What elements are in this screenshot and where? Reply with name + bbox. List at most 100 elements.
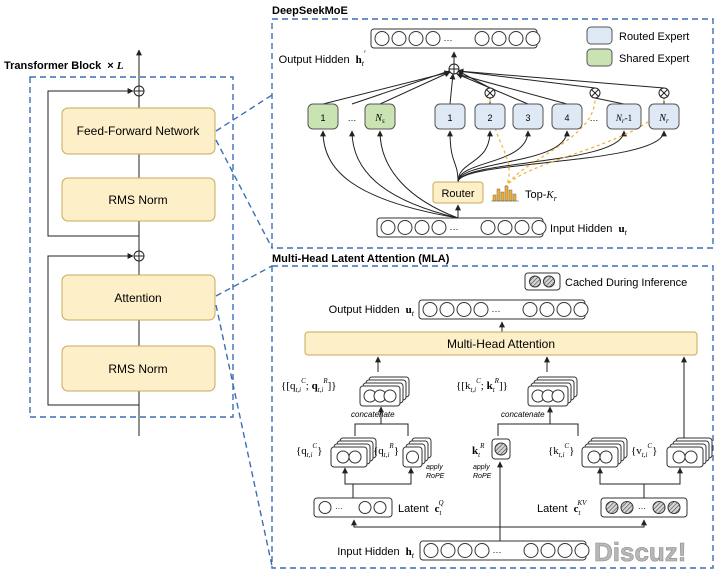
vector-element xyxy=(508,31,524,46)
vector-element xyxy=(383,389,397,403)
mla-dashed-frame xyxy=(271,265,714,569)
vector-element xyxy=(497,220,513,235)
svg-text:Nr-1: Nr-1 xyxy=(615,113,632,125)
vector-element xyxy=(457,543,473,558)
transformer-block: Transformer Block × L Feed-Forward Netwo… xyxy=(4,49,273,567)
q-r-stack xyxy=(402,437,432,468)
router-box[interactable] xyxy=(432,181,484,204)
shared-expert-legend-label: Shared Expert xyxy=(619,53,689,65)
routed-expert-2[interactable] xyxy=(474,103,506,130)
q-concat-label: {[qt,iC; qt,iR]} xyxy=(281,377,337,394)
svg-text:2: 2 xyxy=(487,113,492,123)
svg-text:···: ··· xyxy=(444,35,453,45)
cached-legend-label: Cached During Inference xyxy=(565,277,687,289)
k-c-stack xyxy=(581,437,628,468)
latent-q-vector: ··· xyxy=(313,497,393,518)
vector-element xyxy=(473,302,489,317)
routed-expert-4[interactable] xyxy=(551,103,583,130)
vector-element xyxy=(380,220,396,235)
vector-element xyxy=(574,543,590,558)
svg-text:···: ··· xyxy=(492,306,501,316)
mla-input-hidden-vector: ··· xyxy=(419,540,590,561)
vector-element xyxy=(408,31,424,46)
vector-element xyxy=(531,220,547,235)
routed-expert-nr-minus-1[interactable] xyxy=(606,103,642,130)
mla-output-hidden-label: Output Hidden ut xyxy=(329,304,415,318)
multi-head-attention-label: Multi-Head Attention xyxy=(447,337,555,351)
topk-label: Top-Kr xyxy=(525,189,558,203)
mla-output-hidden-vector: ··· xyxy=(418,299,589,320)
routed-expert-nr[interactable] xyxy=(648,103,680,130)
moe-dashed-frame xyxy=(271,18,714,249)
attention-box[interactable] xyxy=(61,274,216,321)
latent-q-label: Latent ctQ xyxy=(398,499,444,517)
svg-text:1: 1 xyxy=(447,113,452,123)
q-concat-stack xyxy=(359,376,410,407)
vector-element xyxy=(422,302,438,317)
rms-norm-bottom-box[interactable] xyxy=(61,345,216,392)
q-r-label: {qt,iR} xyxy=(373,442,399,459)
ffn-label: Feed-Forward Network xyxy=(77,124,201,138)
vector-element xyxy=(336,450,350,464)
vector-element xyxy=(539,302,555,317)
mla-panel: Multi-Head Latent Attention (MLA) Cached… xyxy=(271,253,714,569)
vector-element xyxy=(551,389,565,403)
k-r-label: ktR xyxy=(472,442,485,459)
rms-norm-top-box[interactable] xyxy=(61,177,216,222)
transformer-dashed-frame xyxy=(29,76,234,418)
vector-element xyxy=(397,220,413,235)
k-concatenate-label: concatenate xyxy=(501,410,545,419)
vector-element xyxy=(391,31,407,46)
routed-expert-1[interactable] xyxy=(434,103,466,130)
svg-text:···: ··· xyxy=(638,504,646,513)
vector-element xyxy=(431,220,447,235)
cached-legend-swatch xyxy=(524,272,561,291)
vector-element xyxy=(525,31,541,46)
vector-element xyxy=(423,543,439,558)
vector-element xyxy=(348,450,362,464)
k-c-label: {kt,iC} xyxy=(548,442,574,459)
multi-head-attention-box[interactable] xyxy=(304,331,698,356)
vector-element xyxy=(374,31,390,46)
latent-kv-label: Latent ctKV xyxy=(537,499,587,517)
vector-element xyxy=(439,302,455,317)
vector-element xyxy=(474,31,490,46)
svg-text:···: ··· xyxy=(493,547,502,557)
svg-text:1: 1 xyxy=(320,113,325,123)
vector-element xyxy=(599,450,613,464)
ffn-box[interactable] xyxy=(61,107,216,155)
shared-expert-ns[interactable] xyxy=(364,103,396,130)
vector-element xyxy=(456,302,472,317)
moe-input-hidden-label: Input Hidden ut xyxy=(550,223,628,237)
svg-text:Ns: Ns xyxy=(374,113,385,125)
v-c-label: {vt,iC} xyxy=(631,442,657,459)
vector-element xyxy=(406,450,419,464)
k-r-cached-vector xyxy=(491,438,511,460)
routed-expert-3[interactable] xyxy=(512,103,544,130)
deepseekmoe-panel: DeepSeekMoE ··· Output Hidden ht′ Routed… xyxy=(271,5,714,249)
rms-norm-top-label: RMS Norm xyxy=(108,193,167,207)
vector-element xyxy=(540,543,556,558)
bar-chart-icon xyxy=(491,185,519,202)
vector-element xyxy=(557,543,573,558)
q-c-label: {qt,iC} xyxy=(296,442,322,459)
q-concatenate-label: concatenate xyxy=(351,410,395,419)
shared-expert-1[interactable] xyxy=(307,103,339,130)
vector-element xyxy=(556,302,572,317)
vector-element xyxy=(684,450,698,464)
routed-expert-legend-label: Routed Expert xyxy=(619,31,689,43)
v-c-stack xyxy=(666,437,713,468)
moe-input-hidden-vector: ··· xyxy=(376,217,547,238)
routed-expert-legend-swatch xyxy=(586,26,613,45)
moe-output-hidden-label: Output Hidden ht′ xyxy=(279,49,366,68)
routed-expert-ellipsis: … xyxy=(590,113,599,123)
vector-element xyxy=(523,543,539,558)
vector-element xyxy=(425,31,441,46)
svg-text:4: 4 xyxy=(564,113,569,123)
watermark-text: Discuz! xyxy=(594,537,686,567)
svg-text:···: ··· xyxy=(335,504,343,513)
attention-label: Attention xyxy=(114,291,161,305)
